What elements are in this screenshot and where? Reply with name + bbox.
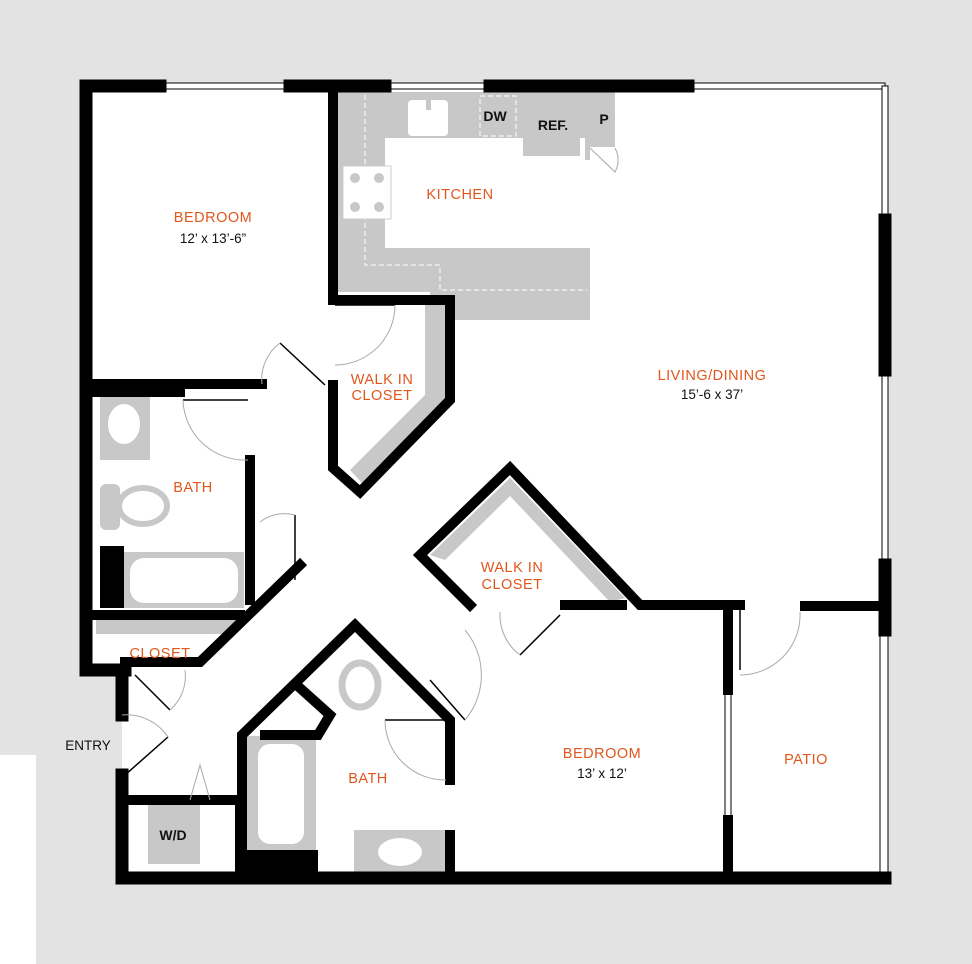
closet2-shelf [430, 478, 625, 602]
walkin1-label-line1: WALK IN [351, 372, 414, 388]
closet-label: CLOSET [129, 646, 190, 662]
floor-area [86, 86, 885, 878]
washer-dryer [148, 804, 200, 864]
living-size: 15’-6 x 37’ [681, 387, 743, 402]
walls [79, 79, 892, 885]
bedroom1-label: BEDROOM [174, 210, 252, 226]
bath1-fixtures [96, 392, 244, 634]
outside-area [0, 755, 36, 964]
pantry-label: P [599, 111, 608, 127]
refrigerator-label: REF. [538, 117, 568, 133]
bath2-fixtures [148, 659, 446, 878]
sink-icon [408, 100, 448, 136]
bath1-label: BATH [173, 480, 213, 496]
kitchen-label: KITCHEN [426, 187, 493, 203]
walkin1-label-line2: CLOSET [351, 388, 412, 404]
windows [159, 82, 889, 879]
walkin2-label-line2: CLOSET [481, 577, 542, 593]
entry-label: ENTRY [65, 738, 111, 753]
doors [121, 304, 801, 801]
walkin2-label-line1: WALK IN [481, 560, 544, 576]
pantry [590, 92, 615, 147]
bedroom2-label: BEDROOM [563, 746, 641, 762]
bedroom2-size: 13’ x 12’ [577, 766, 627, 781]
dishwasher-label: DW [483, 108, 507, 124]
kitchen-counter [338, 92, 619, 320]
closet1-shelf [350, 300, 445, 483]
refrigerator [523, 92, 580, 156]
living-label: LIVING/DINING [658, 368, 767, 384]
bath2-label: BATH [348, 771, 388, 787]
cooktop-icon [342, 165, 392, 220]
bedroom1-size: 12’ x 13’-6” [180, 231, 246, 246]
washer-dryer-label: W/D [159, 827, 186, 843]
patio-label: PATIO [784, 752, 828, 768]
